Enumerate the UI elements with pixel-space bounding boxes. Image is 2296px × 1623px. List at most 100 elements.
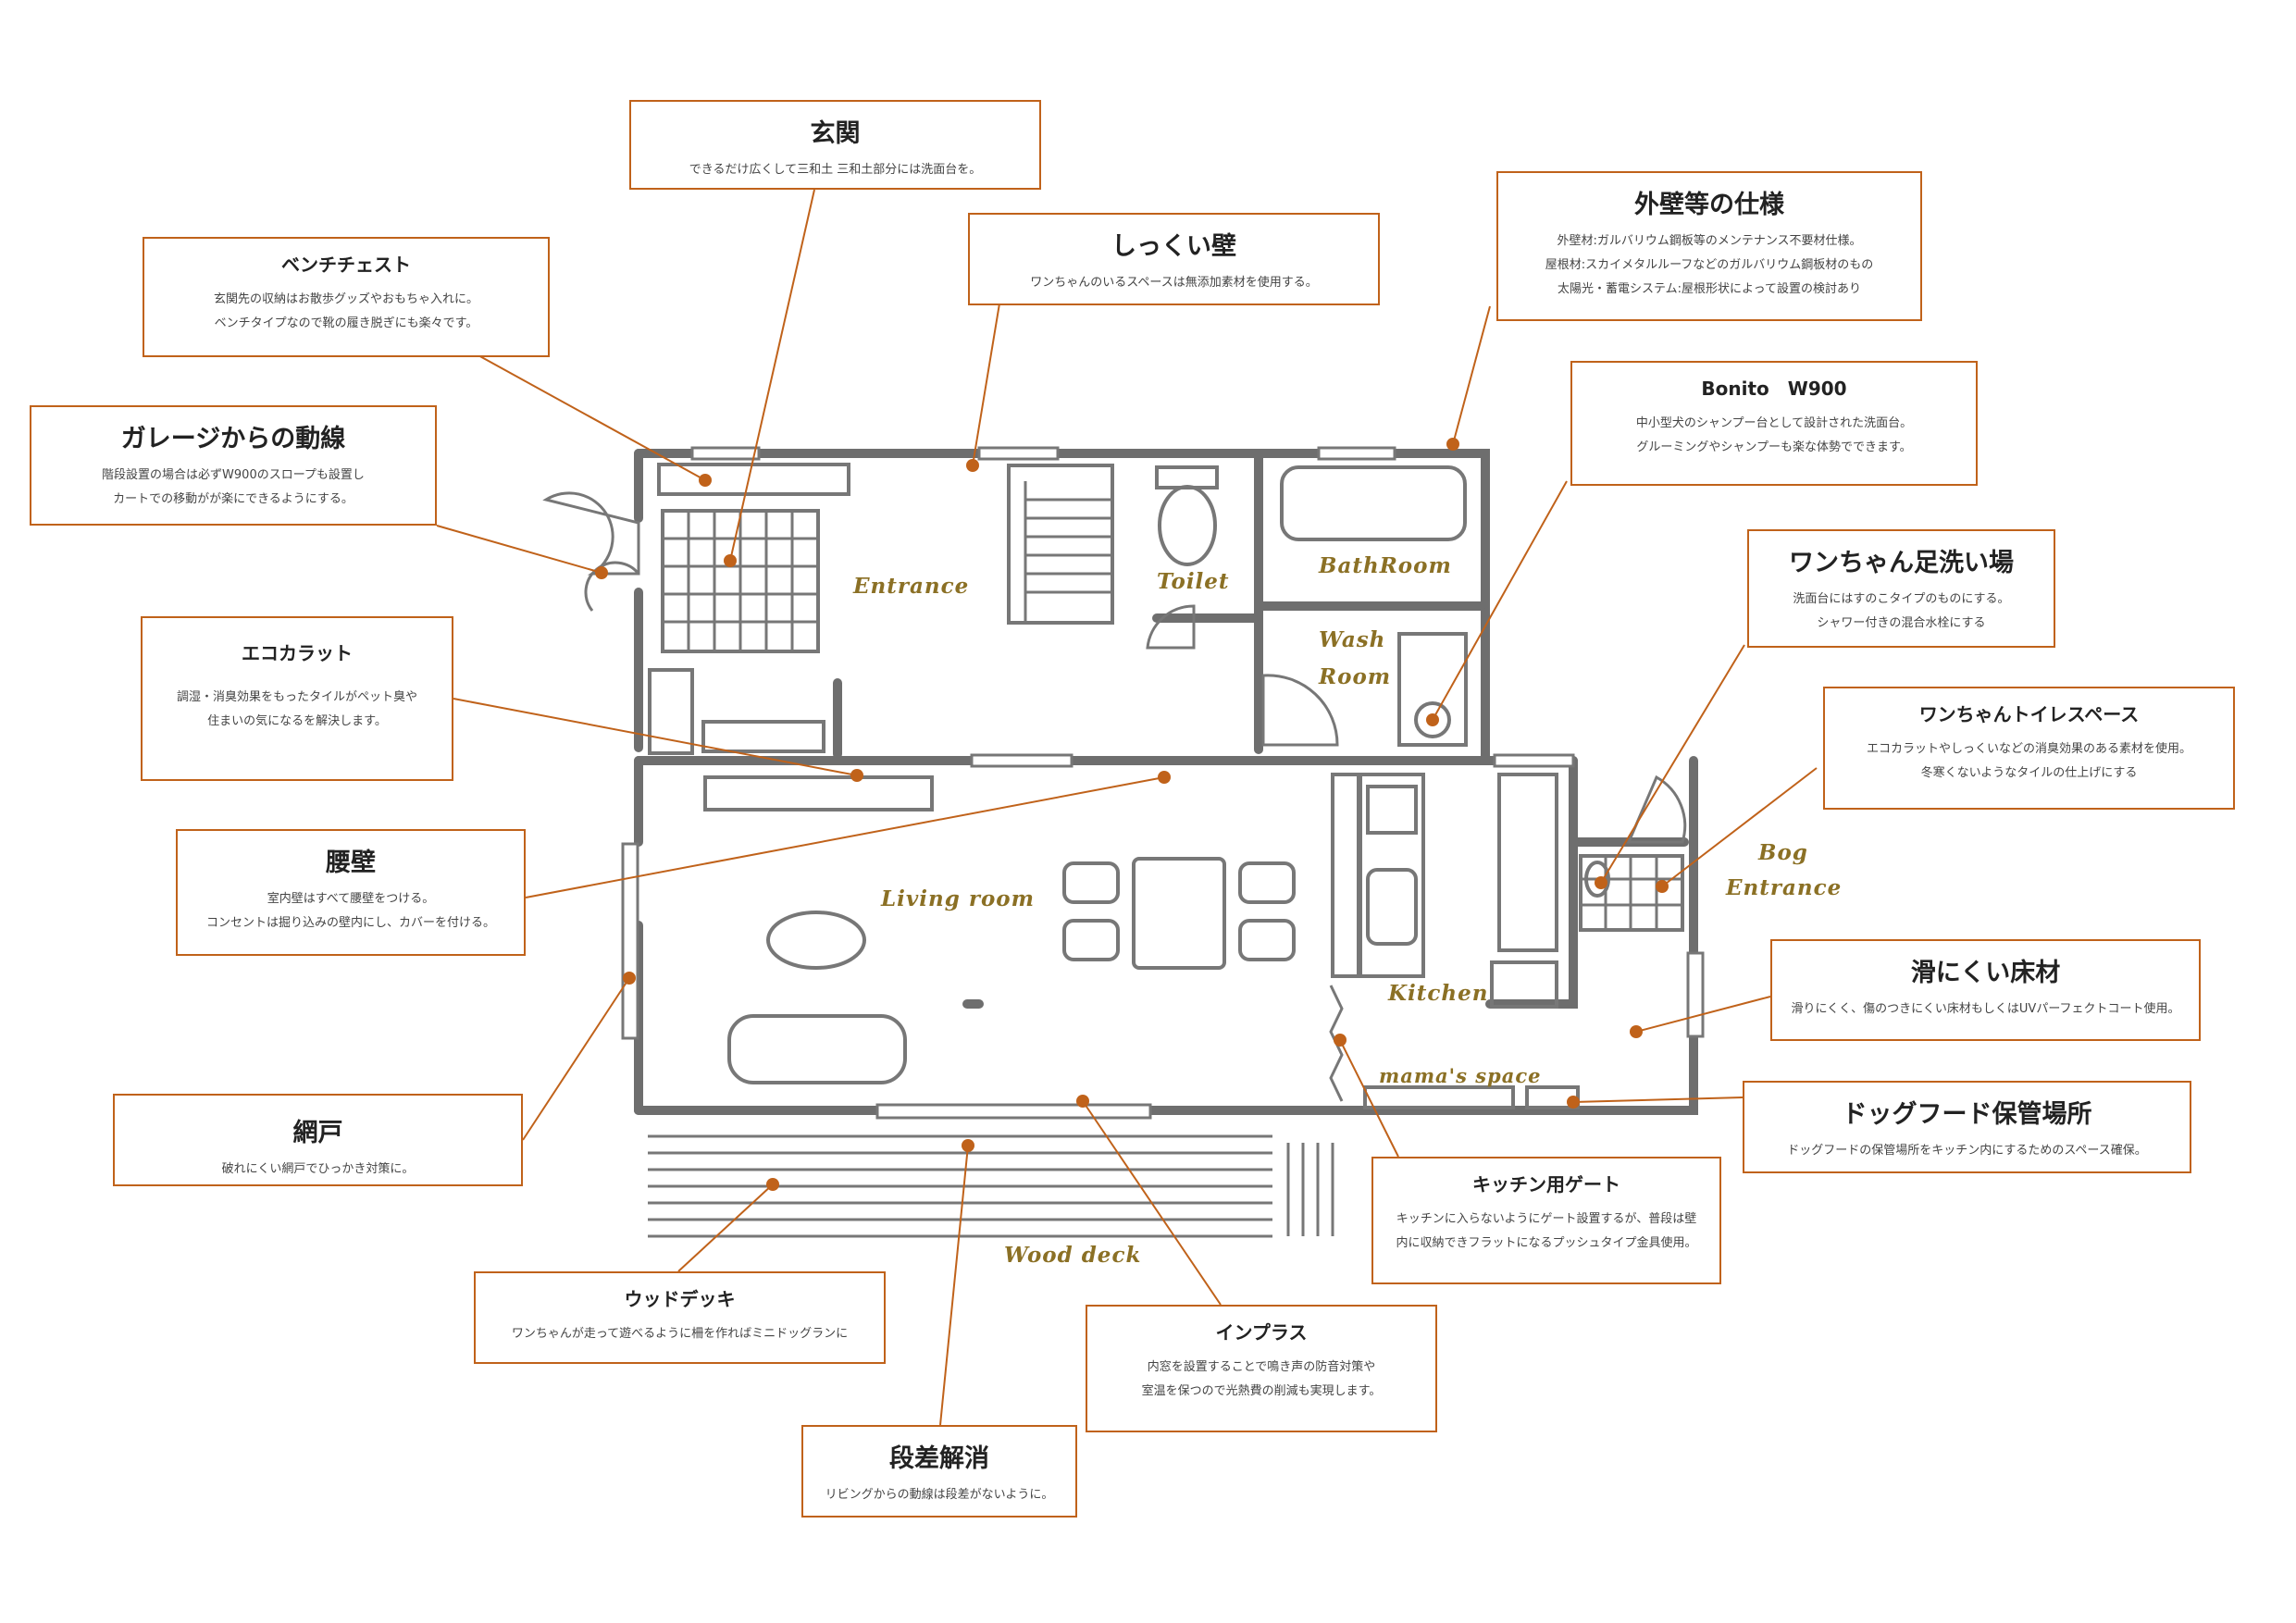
note-bench-chest: ベンチチェスト 玄関先の収納はお散歩グッズやおもちゃ入れに。 ベンチタイプなので… [143,237,550,357]
note-ecocarat-line: 調湿・消臭効果をもったタイルがペット臭や [176,690,417,704]
pantry [1490,960,1558,1009]
note-amido-title: 網戸 [292,1119,343,1147]
note-floor-title: 滑にくい床材 [1910,959,2061,987]
note-shikkui-line: ワンちゃんのいるスペースは無添加素材を使用する。 [1030,276,1318,290]
washing-machine [1397,632,1468,747]
note-amido-line: 破れにくい網戸でひっかき対策に。 [221,1162,415,1176]
note-inplus: インプラス 内窓を設置することで鳴き声の防音対策や 室温を保つので光熱費の削減も… [1086,1305,1437,1432]
note-toilet-space-line: 冬寒くないようなタイルの仕上げにする [1920,766,2138,780]
note-toilet-space-line: エコカラットやしっくいなどの消臭効果のある素材を使用。 [1866,742,2191,756]
note-ecocarat: エコカラット 調湿・消臭効果をもったタイルがペット臭や 住まいの気になるを解決し… [141,616,453,781]
note-wood-deck: ウッドデッキ ワンちゃんが走って遊べるように柵を作ればミニドッグランに [474,1271,886,1364]
note-shikkui: しっくい壁 ワンちゃんのいるスペースは無添加素材を使用する。 [968,213,1380,305]
note-bonito-title: Bonito W900 [1701,378,1847,400]
bench-chest [657,463,850,496]
note-wood-deck-line: ワンちゃんが走って遊べるように柵を作ればミニドッグランに [511,1327,849,1341]
room-label-wood-deck: Wood deck [1004,1243,1142,1268]
note-dansa-title: 段差解消 [889,1444,989,1473]
note-kitchen-gate-title: キッチン用ゲート [1472,1173,1620,1196]
note-gaiheki: 外壁等の仕様 外壁材:ガルバリウム鋼板等のメンテナンス不要材仕様。 屋根材:スカ… [1496,171,1922,321]
note-amido: 網戸 破れにくい網戸でひっかき対策に。 [113,1094,523,1186]
note-inplus-line: 内窓を設置することで鳴き声の防音対策や [1147,1360,1376,1374]
note-koshikabe: 腰壁 室内壁はすべて腰壁をつける。 コンセントは掘り込みの壁内にし、カバーを付け… [176,829,526,956]
note-gaiheki-line: 太陽光・蓄電システム:屋根形状によって設置の検討あり [1558,282,1861,296]
note-genkan-title: 玄関 [810,119,861,148]
bathtub [1280,465,1467,541]
note-ashiarai: ワンちゃん足洗い場 洗面台にはすのこタイプのものにする。 シャワー付きの混合水栓… [1747,529,2055,648]
note-genkan: 玄関 できるだけ広くして三和土 三和土部分には洗面台を。 [629,100,1041,190]
room-label-living: Living room [881,886,1035,911]
windows [621,446,1705,1120]
staircase [1007,464,1114,625]
mamas-space-desk [1363,1085,1515,1109]
note-inplus-line: 室温を保つので光熱費の削減も実現します。 [1141,1384,1382,1398]
sofa [727,1014,907,1084]
room-label-toilet: Toilet [1157,569,1230,594]
room-label-bathroom: BathRoom [1319,553,1452,578]
room-label-wash: Wash [1319,627,1386,652]
coffee-table [766,911,866,970]
note-garage-title: ガレージからの動線 [120,425,346,453]
note-dogfood-title: ドッグフード保管場所 [1842,1100,2092,1129]
leader-lines [436,189,1818,1426]
chair-1 [1062,861,1120,904]
bonito-sink [1414,701,1451,738]
note-bench-chest-line: ベンチタイプなので靴の履き脱ぎにも楽々です。 [214,316,478,330]
sink-basin [1366,868,1418,946]
note-floor: 滑にくい床材 滑りにくく、傷のつきにくい床材もしくはUVパーフェクトコート使用。 [1770,939,2201,1041]
note-ecocarat-title: エコカラット [242,642,353,664]
chair-3 [1238,861,1296,904]
kitchen-sink-unit [1359,773,1425,978]
note-garage: ガレージからの動線 階段設置の場合は必ずW900のスロープも設置し カートでの移… [30,405,437,526]
note-koshikabe-title: 腰壁 [326,849,376,877]
note-ecocarat-line: 住まいの気になるを解決します。 [207,714,387,728]
note-garage-line: カートでの移動がが楽にできるようにする。 [113,492,354,506]
note-kitchen-gate: キッチン用ゲート キッチンに入らないようにゲート設置するが、普段は壁 内に収納で… [1371,1157,1721,1284]
room-label-bog-entrance: Entrance [1726,875,1843,900]
note-dansa-line: リビングからの動線は段差がないように。 [825,1488,1054,1502]
note-toilet-space-title: ワンちゃんトイレスペース [1918,703,2140,725]
chair-4 [1238,919,1296,961]
entrance-bench [701,720,825,753]
note-bonito: Bonito W900 中小型犬のシャンプー台として設計された洗面台。 グルーミ… [1570,361,1978,486]
toilet-tank [1155,465,1219,489]
note-bonito-line: 中小型犬のシャンプー台として設計された洗面台。 [1635,416,1913,430]
room-label-kitchen: Kitchen [1388,981,1489,1006]
note-genkan-line: できるだけ広くして三和土 三和土部分には洗面台を。 [689,163,982,177]
note-inplus-title: インプラス [1215,1321,1308,1344]
note-dogfood: ドッグフード保管場所 ドッグフードの保管場所をキッチン内にするためのスペース確保… [1743,1081,2191,1173]
note-bench-chest-title: ベンチチェスト [281,254,411,276]
room-fixtures [542,463,1687,1109]
note-gaiheki-line: 屋根材:スカイメタルルーフなどのガルバリウム鋼板材のもの [1545,258,1874,272]
note-shikkui-title: しっくい壁 [1111,232,1236,261]
room-label-wash-room: Room [1319,664,1392,689]
room-label-entrance: Entrance [853,574,970,599]
note-gaiheki-title: 外壁等の仕様 [1634,191,1784,219]
wood-deck [648,1134,1334,1238]
dog-wash-drain [1584,861,1610,898]
shoe-cabinet [648,668,694,755]
note-dansa: 段差解消 リビングからの動線は段差がないように。 [801,1425,1077,1518]
note-toilet-space: ワンちゃんトイレスペース エコカラットやしっくいなどの消臭効果のある素材を使用。… [1823,687,2235,810]
living-wall-panel [703,775,934,812]
chair-2 [1062,919,1120,961]
kitchen-counter [1331,773,1360,978]
note-ashiarai-line: 洗面台にはすのこタイプのものにする。 [1793,592,2010,606]
note-kitchen-gate-line: キッチンに入らないようにゲート設置するが、普段は壁 [1396,1212,1697,1226]
note-wood-deck-title: ウッドデッキ [624,1288,736,1310]
note-bonito-line: グルーミングやシャンプーも楽な体勢でできます。 [1636,440,1912,454]
note-floor-line: 滑りにくく、傷のつきにくい床材もしくはUVパーフェクトコート使用。 [1791,1002,2180,1016]
note-bench-chest-line: 玄関先の収納はお散歩グッズやおもちゃ入れに。 [213,292,478,306]
leader-dots [595,438,1669,1191]
note-ashiarai-line: シャワー付きの混合水栓にする [1817,616,1986,630]
dining-table [1132,857,1226,970]
note-koshikabe-line: コンセントは掘り込みの壁内にし、カバーを付ける。 [205,916,495,930]
room-label-bog: Bog [1758,840,1808,865]
note-gaiheki-line: 外壁材:ガルバリウム鋼板等のメンテナンス不要材仕様。 [1557,234,1862,248]
stove [1366,785,1418,835]
room-label-mamas-space: mama's space [1379,1064,1542,1087]
toilet-bowl [1158,485,1217,566]
note-koshikabe-line: 室内壁はすべて腰壁をつける。 [267,892,435,906]
